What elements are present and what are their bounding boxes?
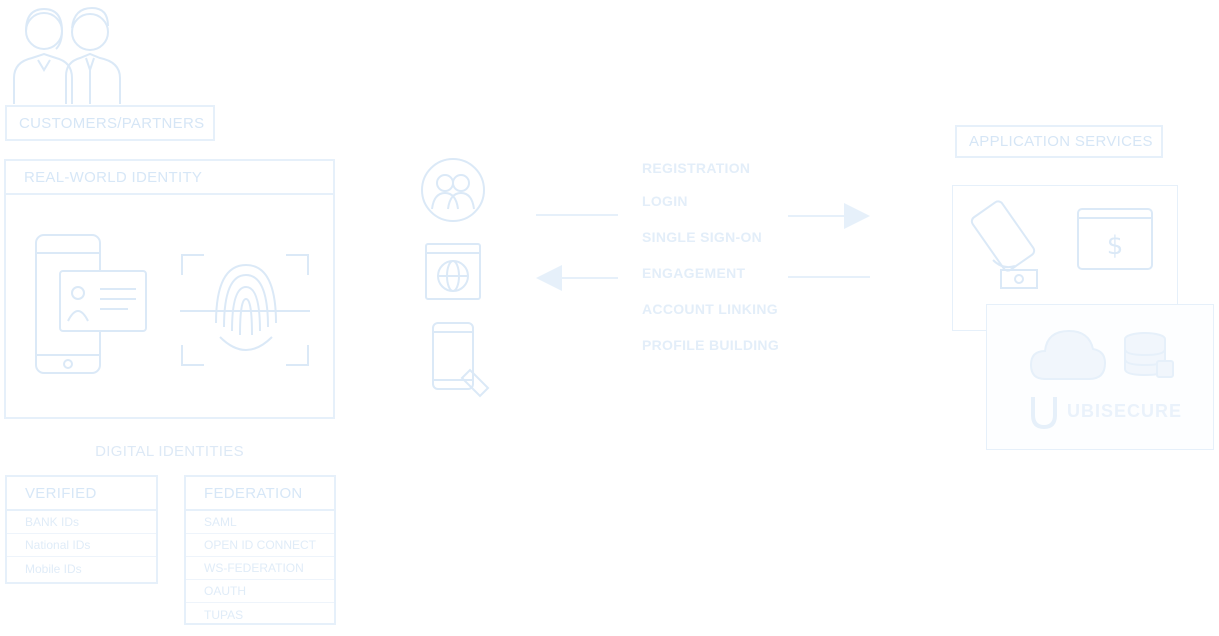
database-icon: [1124, 332, 1174, 378]
cloud-icon: [1029, 329, 1107, 380]
arrow-right-icon: [788, 203, 870, 229]
ubisecure-logo-icon: [1031, 397, 1057, 430]
mobile-tap-icon: [432, 322, 490, 398]
list-item: WS-FEDERATION: [186, 557, 334, 580]
account-linking-item: ACCOUNT LINKING: [642, 301, 778, 317]
list-item-label: WS-FEDERATION: [204, 561, 304, 575]
application-services-text: APPLICATION SERVICES: [969, 133, 1153, 150]
login-item: LOGIN: [642, 193, 688, 209]
engagement-item: ENGAGEMENT: [642, 265, 746, 281]
list-item: OAUTH: [186, 580, 334, 603]
federation-header: FEDERATION: [186, 477, 334, 511]
fingerprint-icon: [180, 254, 310, 366]
list-item-label: National IDs: [25, 538, 91, 552]
list-item: TUPAS: [186, 603, 334, 626]
real-world-identity-title: REAL-WORLD IDENTITY: [24, 168, 203, 186]
list-item: BANK IDs: [7, 511, 156, 534]
verified-table: VERIFIED BANK IDs National IDs Mobile ID…: [5, 475, 158, 584]
verified-title: VERIFIED: [25, 484, 97, 502]
federation-table: FEDERATION SAML OPEN ID CONNECT WS-FEDER…: [184, 475, 336, 625]
left-line: [536, 214, 618, 216]
customers-partners-label: CUSTOMERS/PARTNERS: [5, 105, 215, 141]
list-item: OPEN ID CONNECT: [186, 534, 334, 557]
ubisecure-panel: UBISECURE: [986, 304, 1214, 450]
list-item-label: Mobile IDs: [25, 561, 82, 576]
web-browser-icon: [425, 243, 481, 300]
list-item-label: OAUTH: [204, 584, 246, 598]
billing-window-icon: $: [1077, 208, 1153, 270]
mobile-payment-icon: [970, 200, 1038, 289]
list-item-label: SAML: [204, 515, 237, 529]
people-icon: [13, 6, 121, 104]
users-circle-icon: [421, 158, 485, 222]
list-item: Mobile IDs: [7, 557, 156, 580]
registration-item: REGISTRATION: [642, 160, 751, 176]
right-line: [788, 276, 870, 278]
verified-header: VERIFIED: [7, 477, 156, 511]
ubisecure-brand: UBISECURE: [1067, 401, 1183, 421]
profile-building-item: PROFILE BUILDING: [642, 337, 780, 353]
customers-partners-text: CUSTOMERS/PARTNERS: [19, 114, 205, 132]
list-item-label: TUPAS: [204, 607, 244, 622]
phone-id-card-icon: [35, 234, 147, 374]
list-item-label: OPEN ID CONNECT: [204, 538, 317, 552]
list-item: National IDs: [7, 534, 156, 557]
real-world-identity-header: REAL-WORLD IDENTITY: [6, 161, 333, 195]
svg-text:$: $: [1107, 231, 1124, 261]
list-item: SAML: [186, 511, 334, 534]
arrow-left-icon: [536, 265, 618, 291]
single-sign-on-item: SINGLE SIGN-ON: [642, 229, 763, 245]
federation-title: FEDERATION: [204, 484, 303, 502]
real-world-identity-panel: REAL-WORLD IDENTITY: [4, 159, 335, 419]
digital-identities-title: DIGITAL IDENTITIES: [95, 443, 244, 460]
list-item-label: BANK IDs: [25, 515, 80, 529]
application-services-label: APPLICATION SERVICES: [955, 125, 1163, 158]
